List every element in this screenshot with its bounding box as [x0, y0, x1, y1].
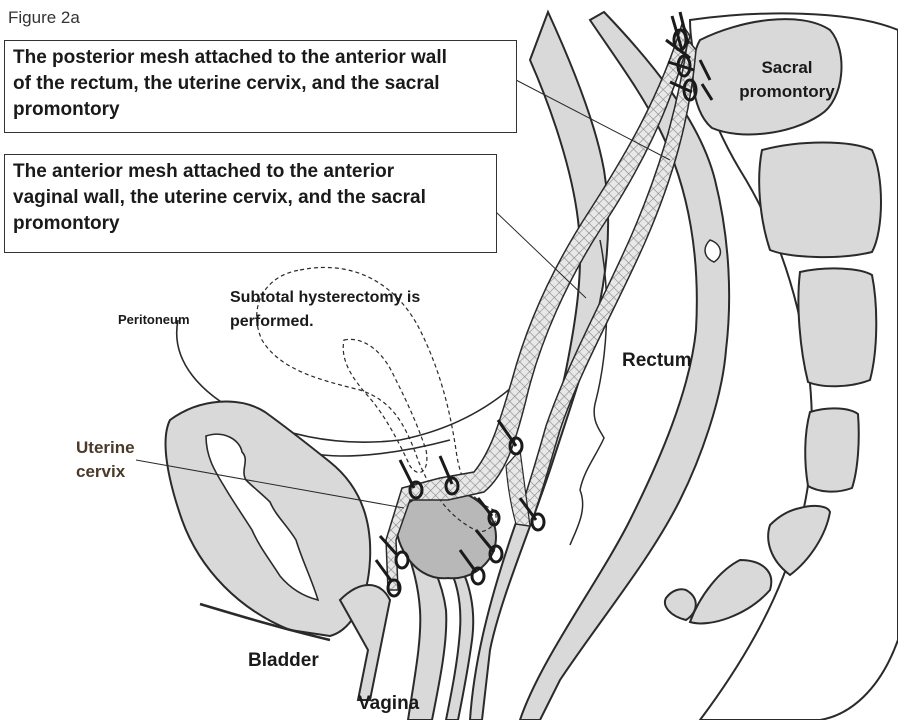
figure-label: Figure 2a	[8, 8, 80, 28]
coccyx	[665, 589, 696, 620]
sacral-label-line-2: promontory	[732, 80, 842, 104]
anterior-mesh-callout: The anterior mesh attached to the anteri…	[4, 154, 497, 253]
anterior-callout-line-3: promontory	[13, 211, 488, 237]
hysterectomy-label-line-1: Subtotal hysterectomy is	[230, 286, 420, 310]
uterine-cervix-label: Uterine cervix	[76, 436, 135, 484]
urethra	[340, 585, 390, 700]
anterior-callout-line-1: The anterior mesh attached to the anteri…	[13, 159, 488, 185]
anterior-callout-line-2: vaginal wall, the uterine cervix, and th…	[13, 185, 488, 211]
vertebra-2	[798, 268, 876, 386]
posterior-callout-line-3: promontory	[13, 97, 508, 123]
rectum-label: Rectum	[622, 350, 692, 372]
vertebra-1	[759, 143, 881, 258]
sacral-promontory-label: Sacral promontory	[732, 56, 842, 104]
hysterectomy-label-line-2: performed.	[230, 310, 420, 334]
posterior-callout-line-1: The posterior mesh attached to the anter…	[13, 45, 508, 71]
bladder-label: Bladder	[248, 650, 319, 672]
peritoneum-label: Peritoneum	[118, 312, 190, 327]
posterior-mesh-lower	[506, 450, 530, 526]
vagina-posterior	[446, 560, 473, 720]
cervix-label-line-2: cervix	[76, 460, 135, 484]
vertebra-5	[690, 560, 771, 623]
cervix-label-line-1: Uterine	[76, 436, 135, 460]
vertebra-3	[805, 408, 859, 491]
posterior-callout-line-2: of the rectum, the uterine cervix, and t…	[13, 71, 508, 97]
vagina-label: Vagina	[358, 693, 419, 715]
posterior-mesh-callout: The posterior mesh attached to the anter…	[4, 40, 517, 133]
sacral-label-line-1: Sacral	[732, 56, 842, 80]
hysterectomy-label: Subtotal hysterectomy is performed.	[230, 286, 420, 334]
